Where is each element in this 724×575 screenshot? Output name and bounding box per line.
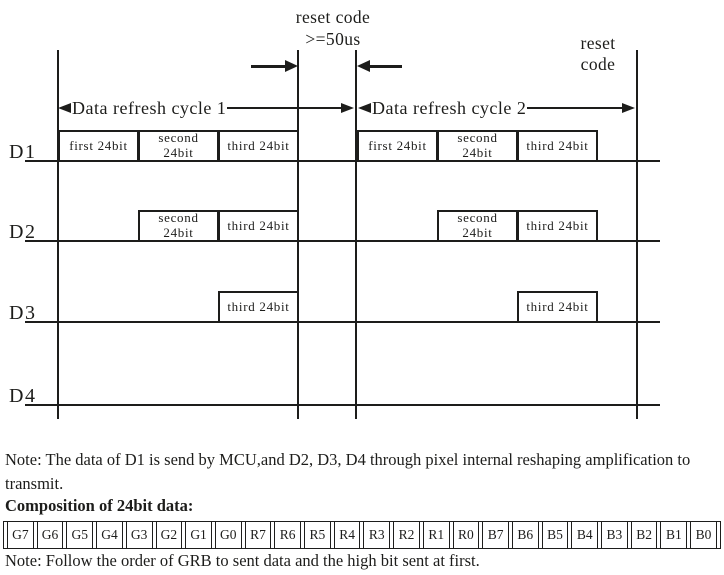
pulse-d2-cycle1-slot2: third 24bit bbox=[218, 210, 299, 242]
bit-cell-b4: B4 bbox=[571, 522, 599, 548]
bit-cell-g0: G0 bbox=[214, 522, 242, 548]
bit-cell-r0: R0 bbox=[452, 522, 480, 548]
left-arrowhead-icon bbox=[58, 103, 71, 113]
arrow-shaft bbox=[370, 64, 402, 68]
boundary-line-cycle1-start bbox=[57, 50, 59, 419]
pulse-d1-cycle1-slot0: first 24bit bbox=[58, 130, 139, 162]
arrow-shaft bbox=[527, 107, 622, 109]
signal-label-d3: D3 bbox=[9, 302, 37, 324]
cycle2-label: Data refresh cycle 2 bbox=[372, 97, 527, 118]
bit-cell-g3: G3 bbox=[125, 522, 153, 548]
cycle1-span-arrow: Data refresh cycle 1 bbox=[58, 95, 354, 121]
left-arrowhead-icon bbox=[358, 103, 371, 113]
signal-baseline-d2 bbox=[25, 240, 660, 242]
boundary-line-cycle2-end bbox=[636, 50, 638, 419]
pulse-d3-cycle2-slot2: third 24bit bbox=[517, 291, 598, 323]
bit-cell-g2: G2 bbox=[155, 522, 183, 548]
bit-cell-b2: B2 bbox=[630, 522, 658, 548]
pulse-d2-cycle2-slot2: third 24bit bbox=[517, 210, 598, 242]
reset-code-top-label: reset code >=50us bbox=[253, 6, 413, 51]
bit-cell-b7: B7 bbox=[482, 522, 509, 548]
bit-cell-g1: G1 bbox=[185, 522, 212, 548]
bit-cell-b6: B6 bbox=[511, 522, 539, 548]
bit-cell-b0: B0 bbox=[690, 522, 717, 548]
bit-cell-g5: G5 bbox=[66, 522, 94, 548]
bit-cell-b3: B3 bbox=[601, 522, 628, 548]
bit-cell-g4: G4 bbox=[96, 522, 123, 548]
reset-gap-arrow-left bbox=[251, 60, 298, 72]
composition-heading: Composition of 24bit data: bbox=[5, 496, 194, 515]
signal-baseline-d3 bbox=[25, 321, 660, 323]
cycle1-label: Data refresh cycle 1 bbox=[72, 97, 227, 118]
reset-code-right-line1: reset bbox=[580, 33, 616, 53]
signal-label-d4: D4 bbox=[9, 385, 37, 407]
right-arrowhead-icon bbox=[285, 60, 298, 72]
pulse-d3-cycle1-slot2: third 24bit bbox=[218, 291, 299, 323]
reset-code-right-label: reset code bbox=[567, 33, 629, 76]
bit-cell-b5: B5 bbox=[541, 522, 569, 548]
right-arrowhead-icon bbox=[622, 103, 635, 113]
bit-cell-r4: R4 bbox=[333, 522, 361, 548]
bit-cell-r6: R6 bbox=[274, 522, 302, 548]
bit-cell-r1: R1 bbox=[422, 522, 450, 548]
bit-cell-r5: R5 bbox=[304, 522, 331, 548]
signal-baseline-d4 bbox=[25, 404, 660, 406]
boundary-line-reset-end bbox=[355, 50, 357, 419]
signal-baseline-d1 bbox=[25, 160, 660, 162]
reset-code-right-line2: code bbox=[580, 54, 616, 75]
pulse-d1-cycle2-slot2: third 24bit bbox=[517, 130, 598, 162]
bit-cell-r3: R3 bbox=[363, 522, 391, 548]
bit-cell-b1: B1 bbox=[660, 522, 688, 548]
reset-gap-arrow-right bbox=[357, 60, 402, 72]
bit-cell-g6: G6 bbox=[36, 522, 64, 548]
right-arrowhead-icon bbox=[341, 103, 354, 113]
signal-label-d1: D1 bbox=[9, 141, 37, 163]
bit-cell-g7: G7 bbox=[7, 522, 34, 548]
arrow-shaft bbox=[227, 107, 341, 109]
bit-cell-r2: R2 bbox=[393, 522, 420, 548]
grb-note-text: Note: Follow the order of GRB to sent da… bbox=[5, 551, 480, 570]
pulse-d1-cycle2-slot1: second 24bit bbox=[437, 130, 518, 162]
pulse-d1-cycle1-slot2: third 24bit bbox=[218, 130, 299, 162]
left-arrowhead-icon bbox=[357, 60, 370, 72]
pulse-d2-cycle2-slot1: second 24bit bbox=[437, 210, 518, 242]
cycle2-span-arrow: Data refresh cycle 2 bbox=[358, 95, 635, 121]
signal-label-d2: D2 bbox=[9, 221, 37, 243]
pulse-d2-cycle1-slot1: second 24bit bbox=[138, 210, 219, 242]
pulse-d1-cycle2-slot0: first 24bit bbox=[357, 130, 438, 162]
reset-code-top-line1: reset code bbox=[295, 7, 371, 27]
mcu-note-text: Note: The data of D1 is send by MCU,and … bbox=[5, 450, 691, 493]
pulse-d1-cycle1-slot1: second 24bit bbox=[138, 130, 219, 162]
bit-cell-r7: R7 bbox=[244, 522, 272, 548]
arrow-shaft bbox=[251, 64, 285, 68]
reset-code-duration: >=50us bbox=[305, 29, 361, 50]
